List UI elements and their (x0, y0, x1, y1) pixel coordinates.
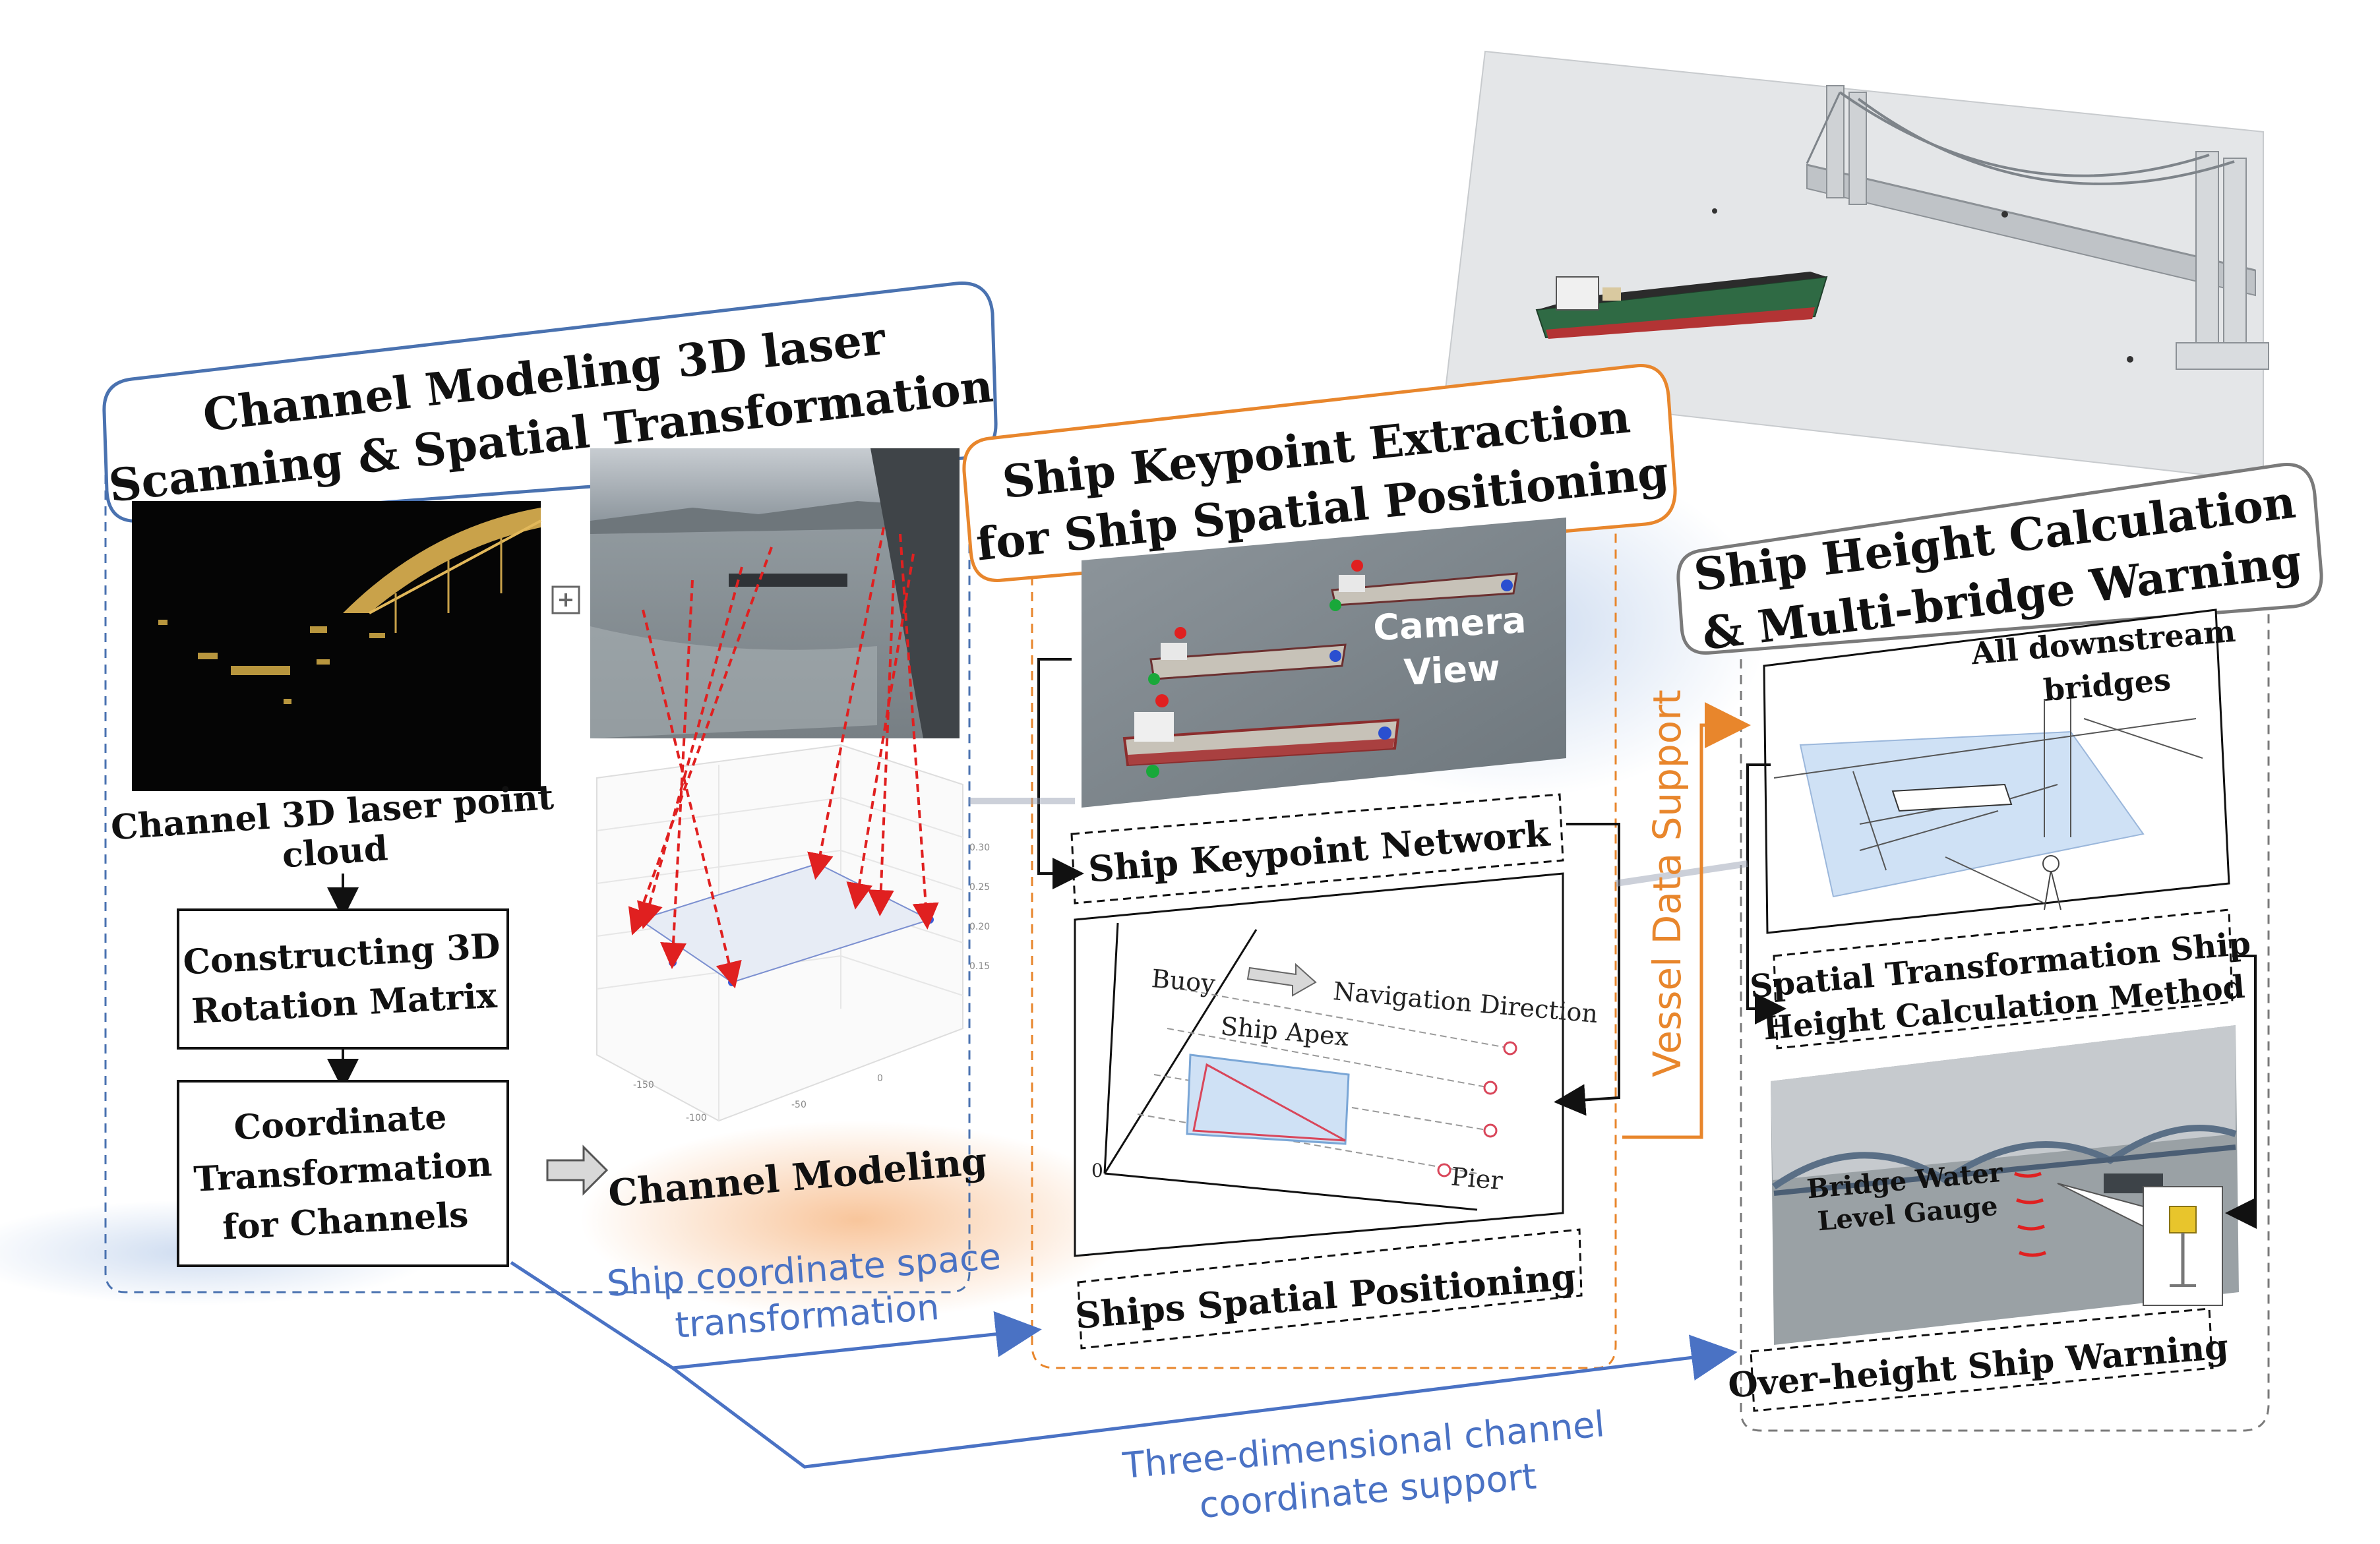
height-method-box: Spatial Transformation Ship Height Calcu… (1748, 908, 2252, 1050)
svg-text:-50: -50 (791, 1100, 807, 1110)
label-pier: Pier (1449, 1162, 1504, 1195)
svg-text:0: 0 (877, 1073, 883, 1084)
pointcloud-caption-line2: cloud (281, 828, 389, 876)
label-origin: 0 (1091, 1160, 1103, 1181)
svg-text:0.15: 0.15 (969, 961, 990, 972)
svg-text:0.25: 0.25 (969, 882, 990, 893)
svg-text:-100: -100 (686, 1113, 707, 1123)
positioning-diagram: Buoy Navigation Direction Ship Apex Pier… (1074, 872, 1599, 1257)
river-photo (590, 448, 960, 738)
bridge-photo: Bridge Water Level Gauge (1771, 1025, 2239, 1345)
panel-height-warning: Ship Height Calculation & Multi-bridge W… (1676, 463, 2323, 1432)
coordinate-transformation-box: Coordinate Transformation for Channels (177, 1080, 509, 1267)
svg-text:-150: -150 (633, 1080, 654, 1090)
pointcloud-image (132, 501, 541, 791)
orange-glow (580, 1121, 1134, 1319)
three-d-channel-connector: Three-dimensional channel coordinate sup… (671, 1334, 1738, 1526)
camera-view-line2: View (1403, 647, 1501, 694)
downstream-bridges-diagram: All downstream bridges (1763, 609, 2237, 934)
panel3-title-box (1676, 463, 2323, 655)
camera-view-photo: Camera View (1082, 518, 1566, 808)
channel-3d-plot: 0.30 0.25 0.20 0.15 -150 -100 -50 0 (596, 744, 990, 1123)
bracket-diagram-to-method (1746, 763, 1786, 1024)
bracket-network-to-positioning (1554, 823, 1620, 1116)
keypoint-network-box: Ship Keypoint Network (1070, 793, 1564, 905)
svg-text:0.20: 0.20 (969, 922, 990, 932)
bracket-method-to-photo (2225, 955, 2257, 1229)
rotation-matrix-box: Constructing 3D Rotation Matrix (177, 908, 509, 1050)
label-buoy: Buoy (1150, 964, 1217, 998)
camera-view-line1: Camera (1372, 599, 1527, 649)
correspondence-arrows (628, 527, 939, 989)
vessel-data-support-connector: Vessel Data Support (969, 690, 1751, 1139)
vessel-data-support-label: Vessel Data Support (1645, 690, 1690, 1077)
panel-keypoint-extraction: Ship Keypoint Extraction for Ship Spatia… (962, 364, 1677, 1369)
bracket-camera-to-network (1037, 658, 1084, 889)
gray-block-arrow (546, 1144, 609, 1196)
plus-icon (551, 585, 580, 614)
panel-channel-modeling: Channel Modeling 3D laser Scanning & Spa… (102, 282, 998, 1293)
svg-text:0.30: 0.30 (969, 843, 990, 853)
